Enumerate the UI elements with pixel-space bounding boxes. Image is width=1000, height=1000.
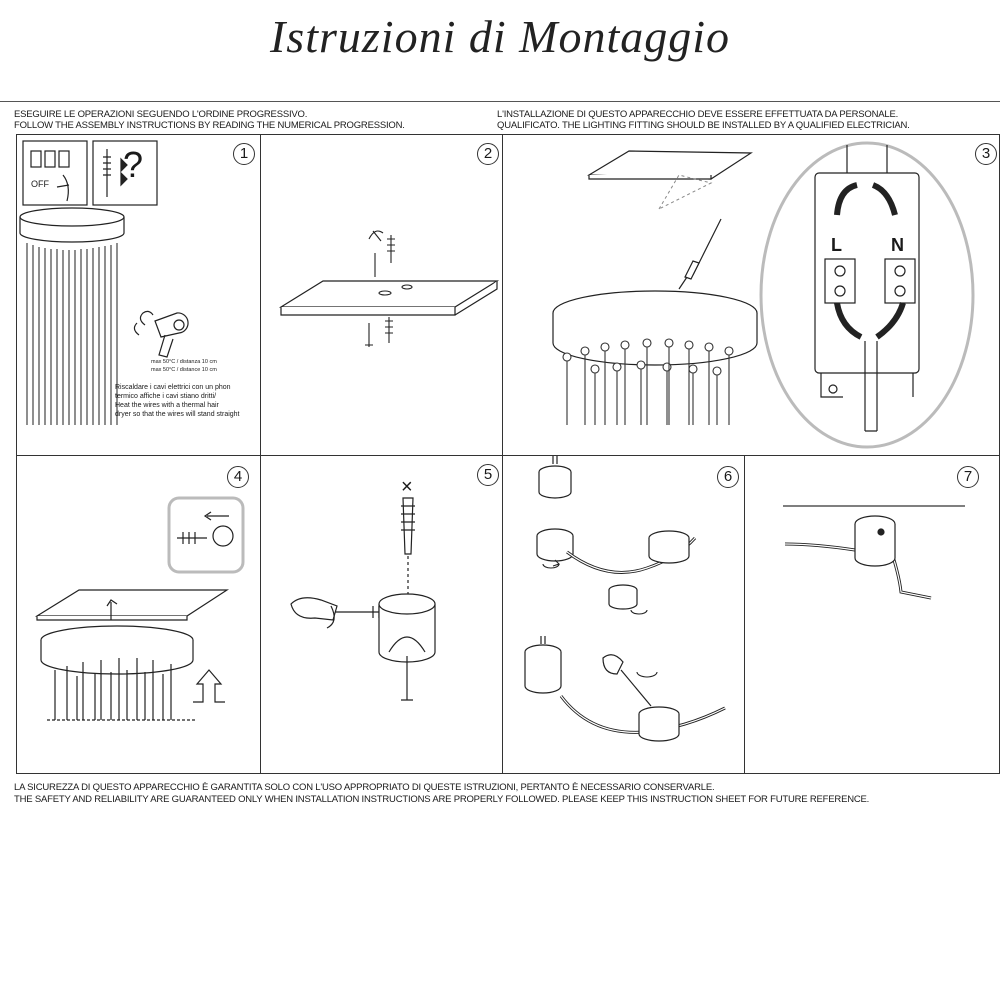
step-2-panel: 2 <box>260 134 503 456</box>
neutral-label: N <box>891 235 904 255</box>
mounting-plate <box>278 280 500 316</box>
step-3-illustration <box>552 141 975 449</box>
step-7-illustration <box>783 505 965 600</box>
step-6-illustration <box>524 456 726 742</box>
step-4-illustration <box>34 496 245 721</box>
step-1-number: 1 <box>233 143 255 165</box>
step-1-illustration <box>19 140 189 425</box>
step-7-panel: 7 <box>744 455 1000 774</box>
screw-detail-inset <box>167 496 245 574</box>
step-5-illustration <box>290 497 436 701</box>
title-divider <box>0 101 1000 102</box>
heat-instruction-it-1: Riscaldare i cavi elettrici con un phon <box>115 384 231 391</box>
header-right: L'INSTALLAZIONE DI QUESTO APPARECCHIO DE… <box>497 109 910 131</box>
step-3-number: 3 <box>975 143 997 165</box>
heat-instruction: Riscaldare i cavi elettrici con un phon … <box>115 383 240 419</box>
hand-screwdriver <box>290 597 381 629</box>
step-6-panel: 6 <box>502 455 745 774</box>
footer-en: THE SAFETY AND RELIABILITY ARE GUARANTEE… <box>14 794 870 805</box>
step-4-panel: 4 <box>16 455 261 774</box>
heat-instruction-it-2: termico affiche i cavi stiano dritti/ <box>115 393 217 400</box>
footer-it: LA SICUREZZA DI QUESTO APPARECCHIO È GAR… <box>14 782 715 793</box>
alignment-guide <box>657 174 713 211</box>
header-right-it: L'INSTALLAZIONE DI QUESTO APPARECCHIO DE… <box>497 109 899 120</box>
canopy-with-wires-lift <box>40 625 197 721</box>
page-title: Istruzioni di Montaggio <box>269 11 731 62</box>
push-up-arrow-icon <box>193 669 225 703</box>
header-right-en: QUALIFICATO. THE LIGHTING FITTING SHOULD… <box>497 120 910 131</box>
live-label: L <box>831 235 842 255</box>
straight-wires <box>26 243 118 425</box>
heat-instruction-en-2: dryer so that the wires will stand strai… <box>115 411 240 418</box>
screws-and-plugs <box>365 230 413 347</box>
header-left-en: FOLLOW THE ASSEMBLY INSTRUCTIONS BY READ… <box>14 120 405 131</box>
finished-connector <box>784 515 932 600</box>
mounting-plate-above <box>34 589 230 621</box>
step-2-number: 2 <box>477 143 499 165</box>
power-off-icon <box>22 140 88 206</box>
cross-mark: × <box>401 476 413 498</box>
step-3-panel: 3 <box>502 134 1000 456</box>
step-4-number: 4 <box>227 466 249 488</box>
temp-limit-en: max 50°C / distance 10 cm <box>151 367 217 373</box>
hair-dryer-icon <box>133 310 189 358</box>
steps-grid: 1 <box>16 134 1000 774</box>
question-mark: ? <box>123 144 144 185</box>
off-label: OFF <box>31 179 49 189</box>
connector-pieces-top <box>536 456 697 610</box>
step-7-number: 7 <box>957 466 979 488</box>
step-5-panel: 5 × <box>260 455 503 774</box>
ceiling-plate <box>586 150 753 180</box>
wall-plug-anchor <box>401 497 415 606</box>
screwdriver-question-icon <box>92 140 158 206</box>
heat-instruction-en-1: Heat the wires with a thermal hair <box>115 402 219 409</box>
canopy-with-wires <box>19 207 125 243</box>
wire-terminals <box>562 338 734 425</box>
connector-pieces-bottom <box>524 636 726 742</box>
screwdriver-tool <box>678 218 722 290</box>
step-2-illustration <box>278 230 500 347</box>
rotate-arrows-icon <box>542 559 658 678</box>
temp-limit-it: max 50°C / distanza 10 cm <box>151 359 217 365</box>
header-left-it: ESEGUIRE LE OPERAZIONI SEGUENDO L'ORDINE… <box>14 109 308 120</box>
step-5-number: 5 <box>477 464 499 486</box>
step-1-panel: 1 <box>16 134 261 456</box>
step-6-number: 6 <box>717 466 739 488</box>
header-left: ESEGUIRE LE OPERAZIONI SEGUENDO L'ORDINE… <box>14 109 405 131</box>
terminal-block-detail <box>759 141 975 449</box>
connector-body <box>378 593 436 701</box>
canopy-body <box>552 290 758 366</box>
